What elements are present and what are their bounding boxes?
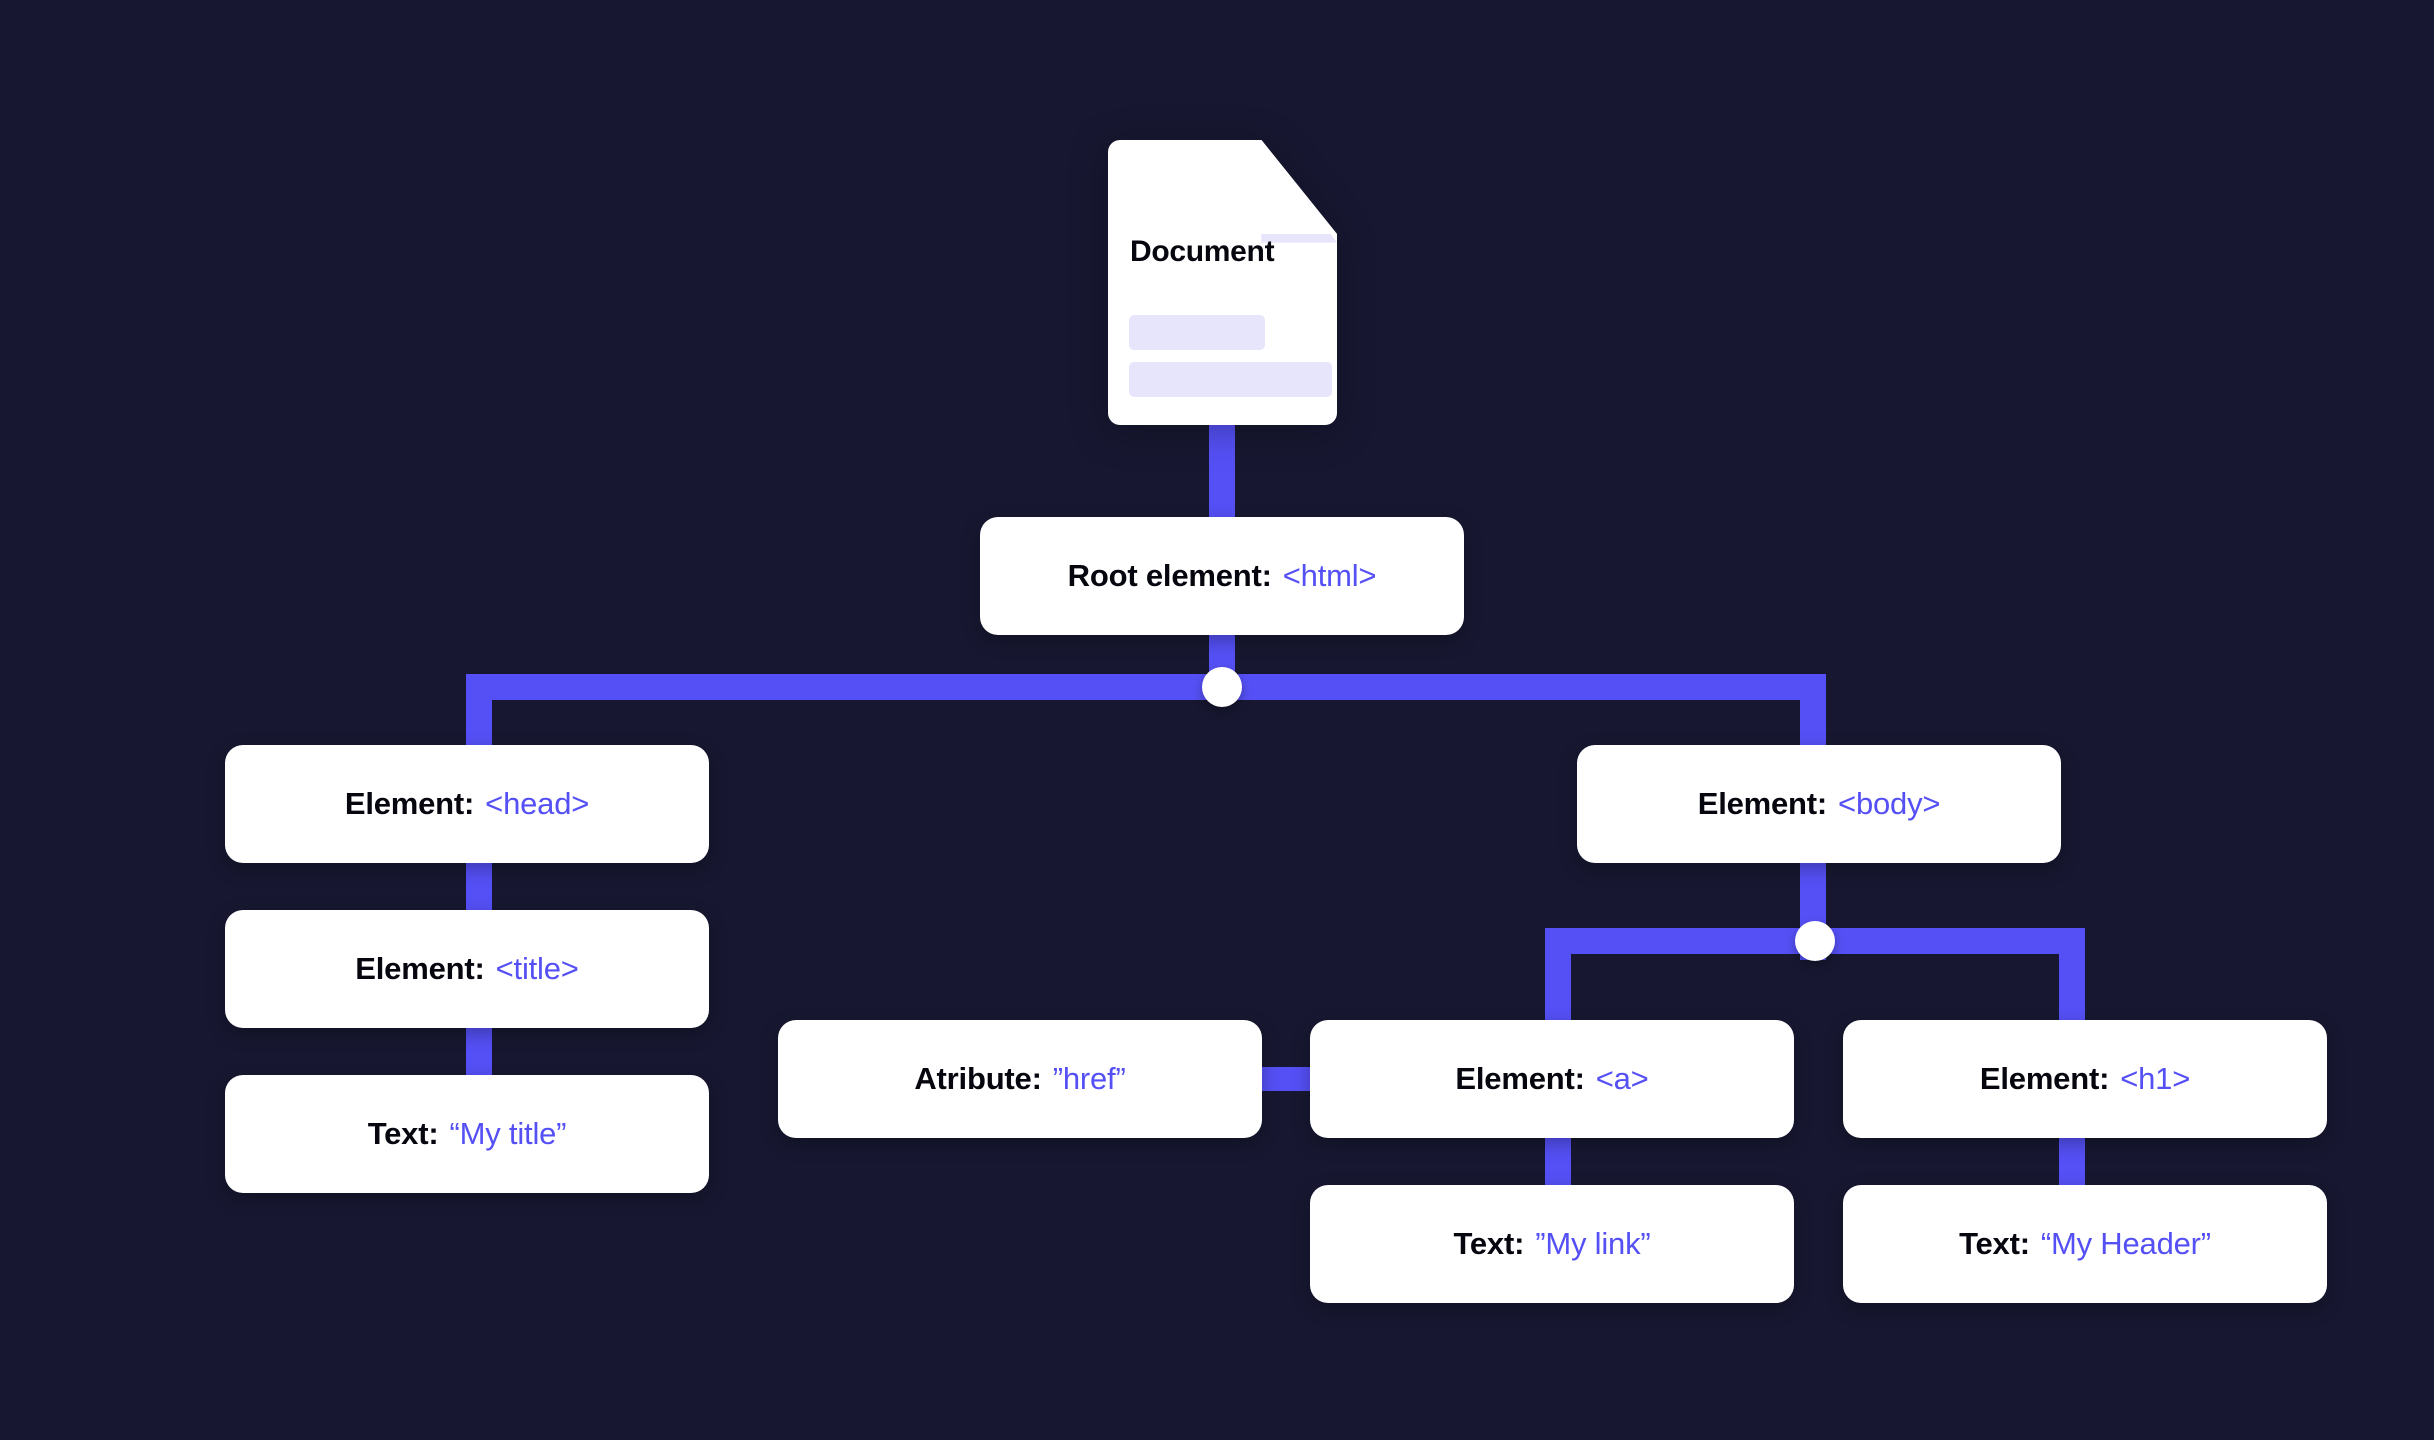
- node-attribute-href[interactable]: Atribute: ”href”: [778, 1020, 1262, 1138]
- node-text-my-header-value: “My Header”: [2040, 1226, 2211, 1261]
- edge-document-to-html: [1209, 415, 1235, 527]
- node-attribute-href-label: Atribute:: [914, 1061, 1042, 1096]
- node-text-my-header-label: Text:: [1959, 1226, 2030, 1261]
- node-text-my-link-value: ”My link”: [1535, 1226, 1651, 1261]
- node-text-my-title[interactable]: Text: “My title”: [225, 1075, 709, 1193]
- node-attribute-href-value: ”href”: [1052, 1061, 1126, 1096]
- node-element-title[interactable]: Element: <title>: [225, 910, 709, 1028]
- node-text-my-title-label: Text:: [367, 1116, 439, 1151]
- node-text-my-title-value: “My title”: [449, 1116, 567, 1151]
- node-element-body-value: <body>: [1838, 786, 1941, 821]
- document-title: Document: [1130, 235, 1275, 268]
- node-root-html-label: Root element:: [1067, 558, 1272, 593]
- node-root-html[interactable]: Root element: <html>: [980, 517, 1464, 635]
- node-text-my-header[interactable]: Text: “My Header”: [1843, 1185, 2327, 1303]
- node-element-anchor[interactable]: Element: <a>: [1310, 1020, 1794, 1138]
- node-element-title-value: <title>: [495, 951, 579, 986]
- node-element-heading[interactable]: Element: <h1>: [1843, 1020, 2327, 1138]
- node-element-heading-label: Element:: [1979, 1061, 2110, 1096]
- node-element-body[interactable]: Element: <body>: [1577, 745, 2061, 863]
- node-element-head-value: <head>: [485, 786, 590, 821]
- node-element-title-label: Element:: [355, 951, 485, 986]
- node-element-body-label: Element:: [1697, 786, 1828, 821]
- junction-dot-html: [1202, 667, 1242, 707]
- node-root-html-value: <html>: [1282, 558, 1377, 593]
- junction-dot-body: [1795, 921, 1835, 961]
- node-element-head[interactable]: Element: <head>: [225, 745, 709, 863]
- document-placeholder-bar-2: [1129, 362, 1332, 397]
- document-icon: Document: [1108, 140, 1337, 425]
- node-element-heading-value: <h1>: [2120, 1061, 2191, 1096]
- node-element-anchor-value: <a>: [1595, 1061, 1649, 1096]
- node-text-my-link[interactable]: Text: ”My link”: [1310, 1185, 1794, 1303]
- node-element-head-label: Element:: [344, 786, 475, 821]
- node-text-my-link-label: Text:: [1453, 1226, 1525, 1261]
- node-element-anchor-label: Element:: [1455, 1061, 1585, 1096]
- document-placeholder-bar-1: [1129, 315, 1265, 350]
- edge-html-bus: [466, 674, 1826, 700]
